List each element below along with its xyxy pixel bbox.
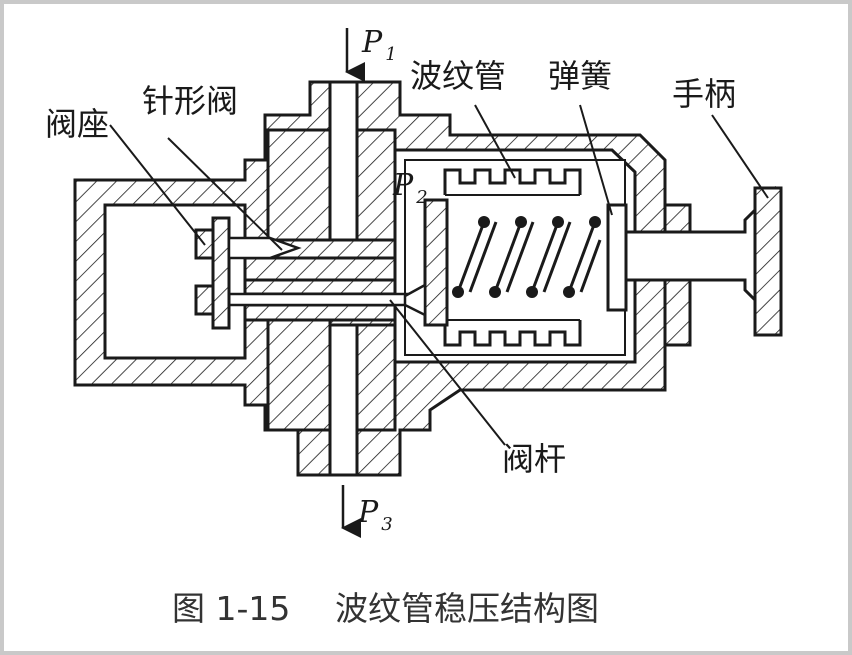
figure-title: 波纹管稳压结构图 bbox=[335, 589, 599, 628]
figure-number: 图 1-15 bbox=[172, 589, 290, 628]
label-needle-valve: 针形阀 bbox=[142, 82, 238, 120]
label-bellows: 波纹管 bbox=[410, 57, 506, 95]
valve-seat bbox=[194, 216, 231, 330]
label-handle: 手柄 bbox=[672, 75, 736, 113]
label-valve-stem: 阀杆 bbox=[502, 440, 566, 478]
housing-body bbox=[73, 80, 667, 477]
spring-seat bbox=[606, 203, 628, 312]
spring bbox=[452, 210, 602, 302]
label-spring: 弹簧 bbox=[548, 57, 612, 95]
adjusting-handle bbox=[624, 186, 783, 347]
bellows-end-plate bbox=[423, 198, 449, 327]
needle-valve bbox=[227, 236, 302, 260]
leader-lines bbox=[109, 104, 769, 446]
label-valve-seat: 阀座 bbox=[45, 105, 109, 143]
